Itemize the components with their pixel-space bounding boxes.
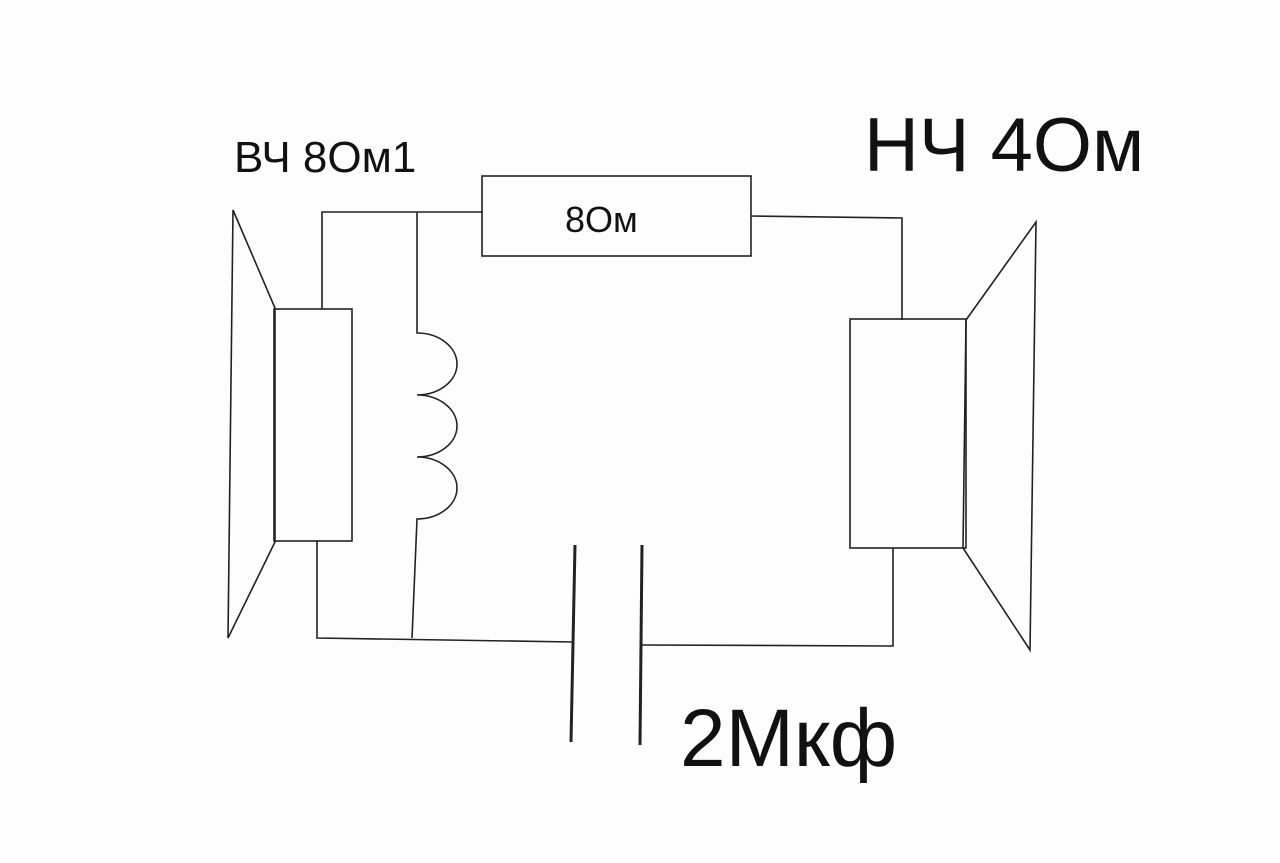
wire-top-right bbox=[750, 215, 903, 320]
capacitor-label: 2Мкф bbox=[680, 693, 898, 784]
woofer-label: НЧ 4Ом bbox=[864, 103, 1145, 188]
wire-bottom-right bbox=[639, 548, 894, 647]
capacitor-plate-left bbox=[569, 544, 577, 743]
tweeter-magnet bbox=[273, 308, 353, 542]
woofer-cone bbox=[962, 219, 1037, 653]
tweeter-cone bbox=[227, 209, 276, 639]
tweeter-label: ВЧ 8Ом1 bbox=[234, 133, 417, 182]
wire-bottom-left bbox=[316, 541, 574, 643]
wire-top-left bbox=[321, 211, 483, 309]
capacitor-plate-right bbox=[638, 544, 644, 746]
inductor bbox=[411, 212, 458, 639]
resistor-label: 8Ом bbox=[565, 199, 638, 240]
woofer-magnet bbox=[849, 318, 967, 549]
